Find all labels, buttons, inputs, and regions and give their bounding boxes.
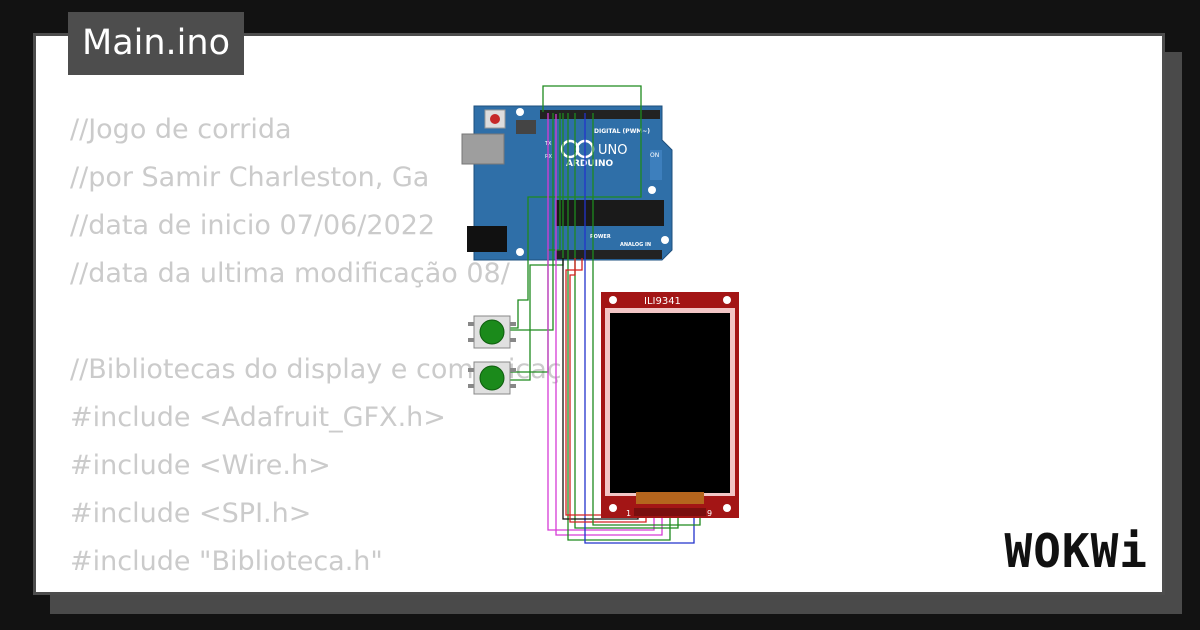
display-model-label: ILI9341 [644,296,681,307]
arduino-brand-label: ARDUINO [566,159,614,169]
display-pin-header [634,508,706,516]
wokwi-logo: WOKWi [1004,524,1148,578]
display-ribbon [636,492,704,504]
wire-green[interactable] [508,85,642,329]
code-line: //Jogo de corrida [70,114,292,145]
icsp-header [516,120,536,134]
mounting-hole [661,236,669,244]
wire-red[interactable] [569,258,647,523]
arduino-model-label: UNO [598,143,627,158]
card-content: //Jogo de corrida //por Samir Charleston,… [33,33,1165,595]
display-screen [610,313,730,493]
usb-connector [461,133,505,165]
pin-end-label: 9 [707,509,712,518]
power-analog-header [556,250,662,259]
power-jack [467,226,507,252]
wire-magenta[interactable] [555,114,663,536]
code-line: #include "Biblioteca.h" [70,546,383,577]
code-editor[interactable]: //Jogo de corrida //por Samir Charleston,… [70,106,562,586]
wire-green[interactable] [508,113,554,331]
icsp-header-2 [650,150,662,180]
code-line: //por Samir Charleston, Ga [70,162,430,193]
digital-label: DIGITAL (PWM~) [594,128,650,135]
mounting-hole [723,296,731,304]
file-tab[interactable]: Main.ino [68,12,244,75]
rx-label: RX [545,154,552,160]
mounting-hole [516,248,524,256]
code-line: #include <SPI.h> [70,498,312,529]
analog-label: ANALOG IN [620,242,651,248]
wire-green[interactable] [508,113,564,381]
mounting-hole [609,504,617,512]
power-label: POWER [590,234,611,240]
mounting-hole [723,504,731,512]
ili9341-display[interactable]: ILI9341 1 9 [601,292,739,518]
mounting-hole [516,108,524,116]
wire-magenta[interactable] [547,113,655,531]
code-line: //data da ultima modificação 08/ [70,258,510,289]
arduino-uno-board[interactable]: ARDUINO UNO DIGITAL (PWM~) ANALOG IN POW… [461,105,673,261]
code-line: #include <Adafruit_GFX.h> [70,402,446,433]
mounting-hole [648,186,656,194]
mounting-hole [609,296,617,304]
code-line: //Bibliotecas do display e comunicaç [70,354,562,385]
code-line: //data de inicio 07/06/2022 [70,210,436,241]
atmega-chip [556,200,664,226]
wire-green[interactable] [592,113,701,526]
wire-green[interactable] [574,113,679,529]
push-button-2[interactable] [468,361,516,395]
push-button-1[interactable] [468,315,516,349]
pin-start-label: 1 [626,509,631,518]
wire-blue[interactable] [584,113,695,544]
on-label: ON [650,152,659,159]
digital-header [540,110,660,119]
code-line: #include <Wire.h> [70,450,331,481]
wire-green[interactable] [567,113,671,541]
reset-button-cap [490,114,500,124]
